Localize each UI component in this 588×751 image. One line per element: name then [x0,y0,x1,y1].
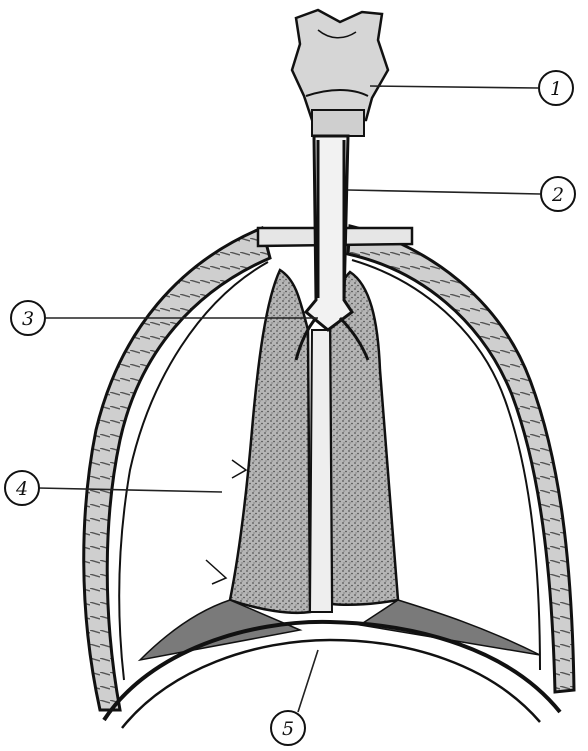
lung-left [230,270,310,613]
callout-label-3: 3 [22,308,34,330]
larynx-lower-band [312,110,364,136]
callout-4: 4 [5,471,39,505]
callout-3: 3 [11,301,45,335]
mediastinum [310,330,332,612]
callout-label-1: 1 [550,78,562,100]
callout-label-4: 4 [15,478,28,500]
mediastinum-center [310,330,332,612]
callout-1: 1 [539,71,573,105]
leader-4 [38,488,222,492]
leader-5 [298,650,318,712]
lung-notch [232,460,246,478]
larynx [292,10,388,136]
lung-notch-lower [206,560,226,584]
callout-label-2: 2 [551,184,564,206]
callout-2: 2 [541,177,575,211]
callout-label-5: 5 [282,718,294,740]
leader-1 [370,86,538,88]
callout-5: 5 [271,711,305,745]
leader-2 [348,190,540,194]
larynx-body [292,10,388,120]
